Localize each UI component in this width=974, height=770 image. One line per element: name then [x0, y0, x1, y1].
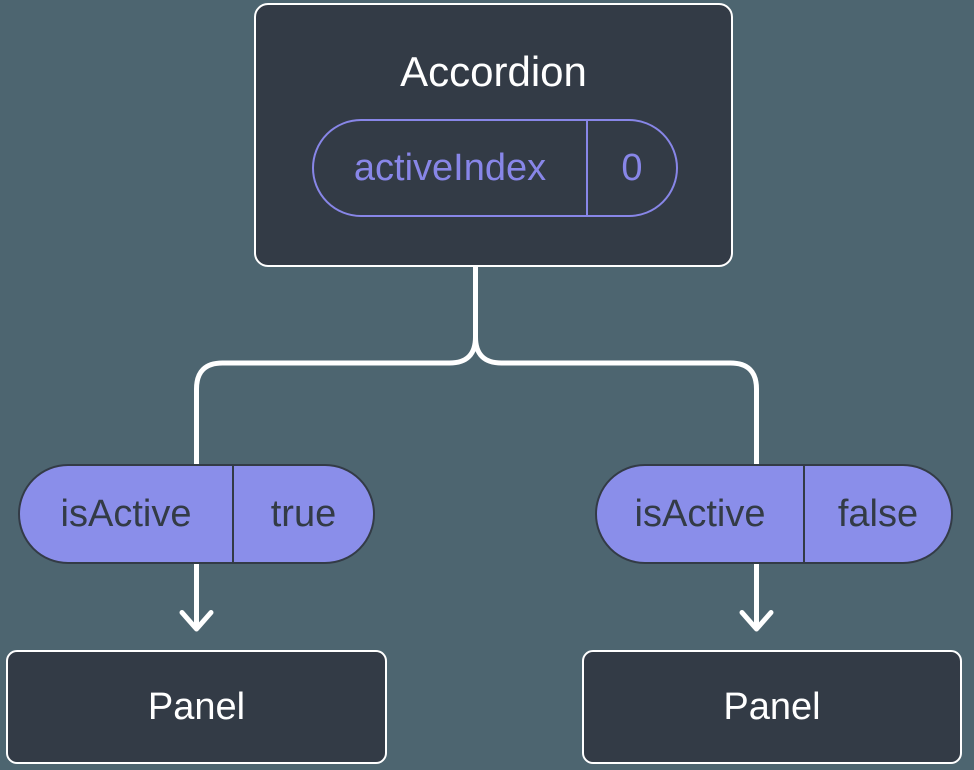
- prop-value: true: [270, 492, 337, 535]
- state-value: 0: [621, 146, 643, 189]
- arrow-down-left-icon: [179, 610, 214, 632]
- panel-node-left: Panel: [6, 650, 387, 764]
- state-pill-activeindex: activeIndex 0: [312, 119, 678, 217]
- state-name: activeIndex: [314, 121, 588, 215]
- prop-pill-isactive-false: isActive false: [595, 464, 953, 564]
- panel-node-title: Panel: [723, 685, 821, 728]
- connector-right-branch: [473, 262, 759, 629]
- panel-node-title: Panel: [147, 685, 246, 728]
- prop-name: isActive: [20, 466, 234, 562]
- panel-node-right: Panel: [582, 650, 962, 764]
- arrow-down-right-icon: [739, 610, 774, 632]
- prop-pill-isactive-true: isActive true: [18, 464, 375, 564]
- accordion-node-title: Accordion: [400, 48, 587, 95]
- connector-left-branch: [194, 262, 478, 629]
- prop-value: false: [837, 492, 919, 535]
- prop-name: isActive: [597, 466, 805, 562]
- accordion-node: Accordion activeIndex 0: [254, 3, 733, 267]
